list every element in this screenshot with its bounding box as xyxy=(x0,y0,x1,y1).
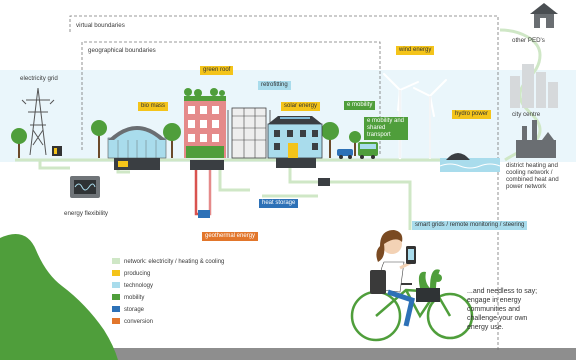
geographical-boundary-line xyxy=(81,41,381,155)
retrofit-building-icon xyxy=(227,107,271,159)
virtual-boundaries-label: virtual boundaries xyxy=(76,22,125,29)
legend-label: technology xyxy=(124,283,154,289)
greenhouse-icon xyxy=(107,126,167,170)
legend-swatch-technology xyxy=(112,282,120,288)
legend-label: mobility xyxy=(124,295,145,301)
legend-item-storage: storage xyxy=(112,306,144,314)
tag-solar-energy: solar energy xyxy=(281,102,321,111)
tag-hydro-power: hydro power xyxy=(452,110,492,119)
electricity-grid-label: electricity grid xyxy=(20,75,58,82)
electric-car-icon xyxy=(337,149,353,159)
heat-storage-tank xyxy=(318,178,330,186)
heat-exchanger-icon xyxy=(198,210,210,218)
legend-box xyxy=(106,254,196,330)
tag-smart-grids: smart grids / remote monitoring / steeri… xyxy=(412,221,528,230)
city-centre-label: city centre xyxy=(512,111,541,118)
legend-swatch-conversion xyxy=(112,318,120,324)
legend-label: storage xyxy=(124,307,145,313)
bus-icon xyxy=(358,142,378,159)
tag-bio-mass: bio mass xyxy=(138,102,169,111)
energy-flexibility-label: energy flexibility xyxy=(64,210,109,217)
tag-heat-storage: heat storage xyxy=(259,199,299,208)
legend-swatch-storage xyxy=(112,306,120,312)
ground-strip xyxy=(0,348,576,360)
legend-label: network: electricity / heating & cooling xyxy=(124,259,225,265)
legend-item-network: network: electricity / heating & cooling xyxy=(112,258,224,266)
chp-plant-icon xyxy=(516,120,556,158)
pylon-icon xyxy=(21,87,55,156)
legend-label: conversion xyxy=(124,319,154,325)
green-hill xyxy=(0,234,118,360)
green-roof-building-icon xyxy=(184,88,226,170)
legend-swatch-mobility xyxy=(112,294,120,300)
district-heating-label: district heating and cooling network / c… xyxy=(506,162,559,190)
legend-swatch-network xyxy=(112,258,120,264)
other-peds-label: other PED's xyxy=(512,37,545,44)
legend-item-technology: technology xyxy=(112,282,153,290)
hydro-plant-icon xyxy=(439,153,501,172)
tag-retrofitting: retrofitting xyxy=(258,81,291,90)
tag-green-roof: green roof xyxy=(200,66,234,75)
legend-label: producing xyxy=(124,271,151,277)
cyclist-icon xyxy=(350,230,474,342)
city-skyline-icon xyxy=(510,64,558,108)
solar-building-icon xyxy=(267,116,323,168)
legend-item-conversion: conversion xyxy=(112,318,153,326)
house-icon xyxy=(530,3,558,28)
tag-geothermal-energy: geothermal energy xyxy=(202,232,259,241)
geographical-boundaries-label: geographical boundaries xyxy=(88,47,156,54)
legend-item-mobility: mobility xyxy=(112,294,144,302)
smartphone-icon xyxy=(406,246,416,264)
geothermal-pipes xyxy=(194,170,212,216)
legend-item-producing: producing xyxy=(112,270,150,278)
legend-swatch-producing xyxy=(112,270,120,276)
closing-message: ...and needless to say; engage in energy… xyxy=(467,288,538,331)
tag-e-mobility: e mobility xyxy=(344,101,376,110)
tree-icon xyxy=(11,120,361,158)
tag-wind-energy: wind energy xyxy=(396,46,435,55)
virtual-boundary-line xyxy=(69,15,499,350)
tag-e-mobility-shared: e mobility and shared transport xyxy=(364,117,408,140)
battery-icon xyxy=(70,176,100,198)
